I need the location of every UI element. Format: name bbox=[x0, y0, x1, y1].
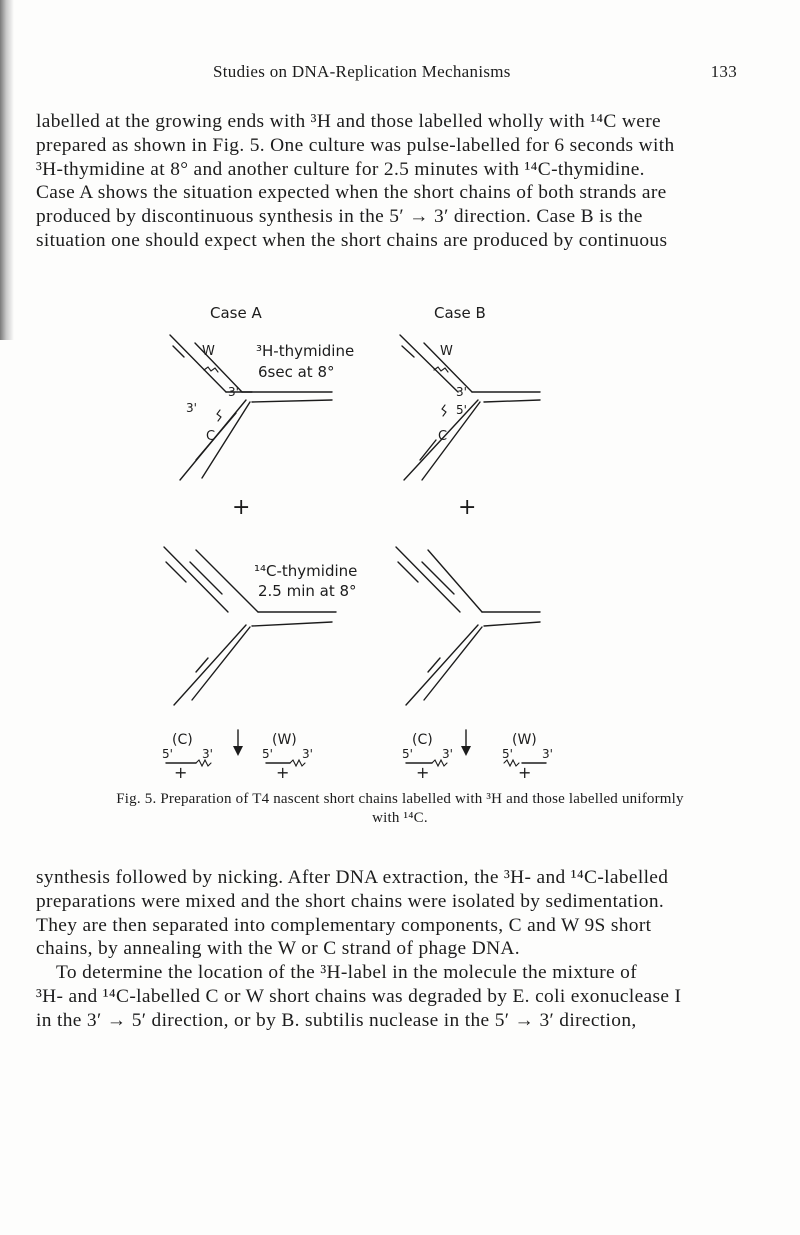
case-b-c-label: C bbox=[438, 429, 447, 444]
case-a-w-label: W bbox=[202, 344, 215, 359]
case-b-title: Case B bbox=[434, 304, 486, 322]
caption-line: with ¹⁴C. bbox=[372, 810, 428, 826]
down-arrow-a-head bbox=[233, 746, 243, 756]
case-a-pulse-fork bbox=[169, 334, 333, 481]
replication-diagram: Case A Case B W W ³H-thymidine 6sec at 8… bbox=[162, 304, 553, 780]
text-line: ³H- and ¹⁴C-labelled C or W short chains… bbox=[36, 985, 682, 1007]
end-label: 3' bbox=[202, 747, 213, 761]
end-label: 5' bbox=[162, 747, 173, 761]
end-label: 5' bbox=[262, 747, 273, 761]
case-b-5prime-label: 5' bbox=[456, 403, 467, 417]
text-line: To determine the location of the ³H-labe… bbox=[56, 962, 638, 984]
text-line: preparations were mixed and the short ch… bbox=[36, 890, 665, 912]
text-line: labelled at the growing ends with ³H and… bbox=[36, 111, 661, 132]
case-a-title: Case A bbox=[210, 304, 262, 322]
plus-label: + bbox=[174, 763, 187, 780]
running-head: Studies on DNA-Replication Mechanisms 13… bbox=[0, 62, 800, 86]
case-b-w-label: W bbox=[440, 344, 453, 359]
text-line: ³H-thymidine at 8° and another culture f… bbox=[36, 158, 645, 180]
case-a-c-strand: (C) bbox=[172, 732, 193, 748]
top-paragraph: labelled at the growing ends with ³H and… bbox=[36, 110, 764, 253]
case-b-uniform-fork bbox=[395, 546, 541, 706]
plus-sign-b: + bbox=[458, 495, 476, 520]
c14-labelling-conditions: 2.5 min at 8° bbox=[258, 582, 357, 600]
page-number: 133 bbox=[710, 62, 737, 81]
plus-label: + bbox=[276, 763, 289, 780]
case-a-uniform-fork bbox=[163, 546, 337, 706]
caption-line: Fig. 5. Preparation of T4 nascent short … bbox=[60, 790, 740, 809]
end-label: 5' bbox=[402, 747, 413, 761]
product-strands bbox=[165, 758, 547, 768]
case-b-c-strand: (C) bbox=[412, 732, 433, 748]
case-b-3prime-label: 3' bbox=[456, 385, 467, 399]
case-b-w-strand: (W) bbox=[512, 732, 537, 748]
c14-thymidine-label: ¹⁴C-thymidine bbox=[254, 562, 357, 580]
binding-shadow bbox=[0, 0, 14, 340]
plus-sign-a: + bbox=[232, 495, 250, 520]
end-label: 3' bbox=[302, 747, 313, 761]
text-line: chains, by annealing with the W or C str… bbox=[36, 938, 520, 960]
h3-thymidine-label: ³H-thymidine bbox=[256, 342, 354, 360]
case-a-3prime-top: 3' bbox=[228, 385, 239, 399]
text-line: Case A shows the situation expected when… bbox=[36, 182, 667, 204]
figure-5: Case A Case B W W ³H-thymidine 6sec at 8… bbox=[140, 300, 660, 780]
end-label: 3' bbox=[542, 747, 553, 761]
end-label: 3' bbox=[442, 747, 453, 761]
text-line: situation one should expect when the sho… bbox=[36, 229, 668, 251]
h3-pulse-conditions: 6sec at 8° bbox=[258, 363, 335, 381]
text-line: in the 3′ → 5′ direction, or by B. subti… bbox=[36, 1009, 637, 1031]
plus-label: + bbox=[518, 763, 531, 780]
text-line: prepared as shown in Fig. 5. One culture… bbox=[36, 134, 675, 156]
figure-caption: Fig. 5. Preparation of T4 nascent short … bbox=[60, 790, 740, 828]
running-title: Studies on DNA-Replication Mechanisms bbox=[213, 62, 511, 81]
text-line: They are then separated into complementa… bbox=[36, 914, 652, 936]
caption-label: Fig. 5. bbox=[116, 791, 157, 807]
bottom-paragraph: synthesis followed by nicking. After DNA… bbox=[36, 866, 764, 1033]
down-arrow-b-head bbox=[461, 746, 471, 756]
case-a-w-strand: (W) bbox=[272, 732, 297, 748]
case-b-pulse-fork bbox=[399, 334, 541, 481]
text-line: synthesis followed by nicking. After DNA… bbox=[36, 867, 669, 888]
end-label: 5' bbox=[502, 747, 513, 761]
case-a-c-label: C bbox=[206, 429, 215, 444]
caption-text: Preparation of T4 nascent short chains l… bbox=[160, 791, 684, 807]
case-a-3prime-mid: 3' bbox=[186, 401, 197, 415]
text-line: produced by discontinuous synthesis in t… bbox=[36, 206, 643, 228]
plus-label: + bbox=[416, 763, 429, 780]
